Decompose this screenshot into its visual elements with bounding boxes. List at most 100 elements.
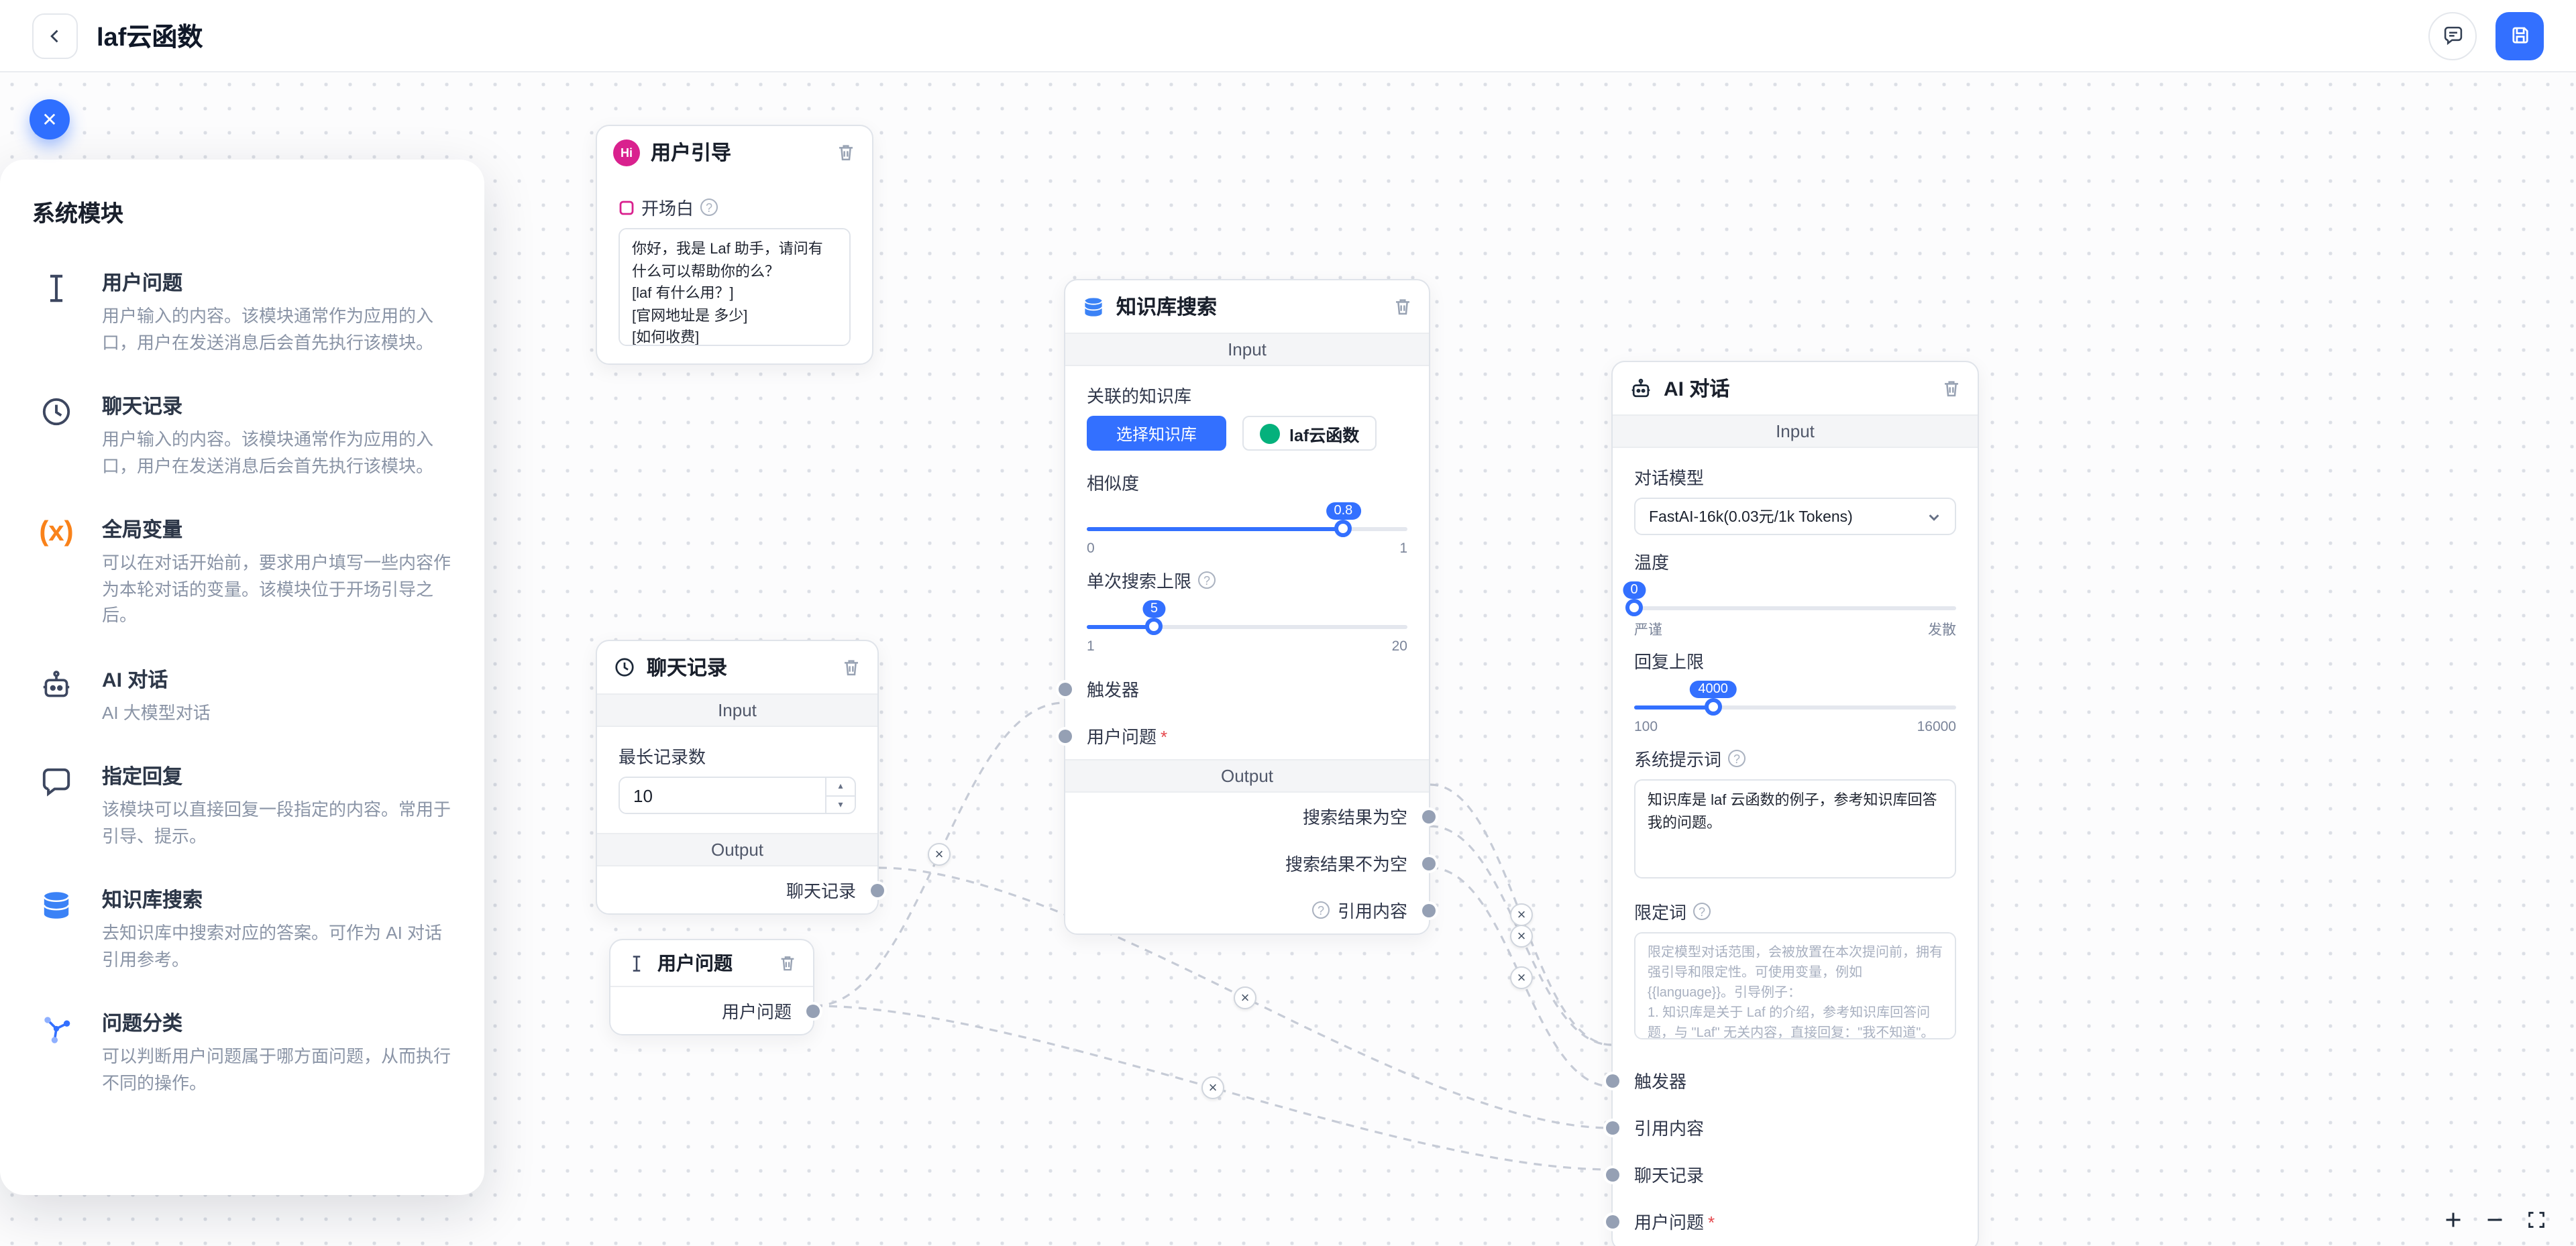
connector-dot[interactable] <box>1422 903 1436 917</box>
back-button[interactable] <box>32 13 78 58</box>
node-header[interactable]: AI 对话 <box>1613 362 1978 414</box>
step-up-icon[interactable]: ▴ <box>838 782 843 792</box>
database-icon <box>1081 294 1106 319</box>
save-button[interactable] <box>2496 11 2544 60</box>
database-icon <box>32 885 80 933</box>
input-row-user-question: 用户问题* <box>1606 1198 1978 1245</box>
slider-handle[interactable]: 0 <box>1622 581 1646 616</box>
module-item-assigned-reply[interactable]: 指定回复 该模块可以直接回复一段指定的内容。常用于引导、提示。 <box>32 762 452 849</box>
guide-avatar-icon: Hi <box>613 139 640 166</box>
node-kb-search[interactable]: 知识库搜索 Input 关联的知识库 选择知识库 laf云函数 相似度 <box>1059 279 1436 935</box>
connector-dot[interactable] <box>1422 856 1436 870</box>
slider-handle[interactable]: 5 <box>1142 600 1166 635</box>
input-row-chat-history: 聊天记录 <box>1606 1151 1978 1198</box>
chat-test-button[interactable] <box>2428 11 2477 60</box>
connection-delete-button[interactable]: × <box>1510 966 1533 989</box>
max-records-label: 最长记录数 <box>619 747 706 767</box>
help-icon: ? <box>1693 903 1711 920</box>
node-header[interactable]: 聊天记录 <box>597 641 877 693</box>
connection-delete-button[interactable]: × <box>1201 1076 1224 1099</box>
close-panel-button[interactable]: ✕ <box>30 99 70 139</box>
node-title: 知识库搜索 <box>1116 296 1218 319</box>
edge-userquestion-aichat[interactable] <box>814 1005 1612 1171</box>
row-label: 触发器 <box>1634 1072 1687 1092</box>
row-label: 用户问题 <box>1087 727 1157 747</box>
node-user-guide[interactable]: Hi 用户引导 开场白 ? 你好，我是 Laf 助手，请问有什么可以帮助你的么？… <box>596 125 873 365</box>
qualifier-textarea[interactable] <box>1634 932 1956 1039</box>
search-limit-slider[interactable]: 5 <box>1087 600 1407 636</box>
zoom-controls <box>2443 1210 2546 1230</box>
clock-icon <box>32 392 80 440</box>
output-row-quote-content: ? 引用内容 <box>1065 887 1436 933</box>
connector-dot[interactable] <box>806 1004 820 1017</box>
module-item-user-question[interactable]: 用户问题 用户输入的内容。该模块通常作为应用的入口，用户在发送消息后会首先执行该… <box>32 268 452 355</box>
robot-icon <box>32 665 80 713</box>
temperature-slider[interactable]: 0 <box>1622 581 1956 617</box>
similarity-label: 相似度 <box>1087 473 1140 494</box>
kb-tag[interactable]: laf云函数 <box>1242 416 1377 451</box>
connector-dot[interactable] <box>1606 1121 1619 1134</box>
connector-dot[interactable] <box>1606 1074 1619 1087</box>
module-item-kb-search[interactable]: 知识库搜索 去知识库中搜索对应的答案。可作为 AI 对话引用参考。 <box>32 885 452 972</box>
system-prompt-textarea[interactable]: 知识库是 laf 云函数的例子，参考知识库回答我的问题。 <box>1634 779 1956 879</box>
delete-node-icon[interactable] <box>778 954 797 972</box>
connection-delete-button[interactable]: × <box>1510 925 1533 948</box>
edge-userquestion-kbsearch[interactable] <box>814 701 1065 1007</box>
row-label: 搜索结果不为空 <box>1285 854 1407 874</box>
fit-view-button[interactable] <box>2526 1210 2546 1230</box>
max-records-stepper[interactable]: ▴ ▾ <box>619 777 856 814</box>
opening-textarea[interactable]: 你好，我是 Laf 助手，请问有什么可以帮助你的么？ [laf 有什么用？] [… <box>619 228 851 346</box>
text-cursor-icon <box>627 953 647 973</box>
stepper-arrows[interactable]: ▴ ▾ <box>825 778 855 813</box>
node-title: 用户引导 <box>651 142 732 165</box>
max-reply-slider[interactable]: 4000 <box>1634 681 1956 716</box>
node-header[interactable]: Hi 用户引导 <box>597 126 872 178</box>
node-header[interactable]: 知识库搜索 <box>1065 280 1429 333</box>
input-row-trigger: 触发器 <box>1606 1057 1978 1104</box>
connector-dot[interactable] <box>1059 682 1072 695</box>
module-item-chat-history[interactable]: 聊天记录 用户输入的内容。该模块通常作为应用的入口，用户在发送消息后会首先执行该… <box>32 392 452 479</box>
connector-dot[interactable] <box>871 883 884 897</box>
connector-dot[interactable] <box>1606 1168 1619 1181</box>
required-mark: * <box>1708 1212 1715 1233</box>
robot-icon <box>1629 376 1653 400</box>
zoom-in-button[interactable] <box>2443 1210 2463 1230</box>
delete-node-icon[interactable] <box>1941 378 1962 398</box>
search-limit-label: 单次搜索上限 <box>1087 571 1192 591</box>
connector-dot[interactable] <box>1059 729 1072 742</box>
row-label: 用户问题 <box>1634 1212 1705 1233</box>
step-down-icon[interactable]: ▾ <box>826 795 855 813</box>
qualifier-label: 限定词 <box>1634 903 1687 923</box>
module-desc: 用户输入的内容。该模块通常作为应用的入口，用户在发送消息后会首先执行该模块。 <box>102 429 434 475</box>
connection-delete-button[interactable]: × <box>1234 986 1256 1009</box>
output-row-search-not-empty: 搜索结果不为空 <box>1065 840 1436 887</box>
model-select[interactable]: FastAI-16k(0.03元/1k Tokens) <box>1634 498 1956 535</box>
classify-icon <box>32 1009 80 1057</box>
model-label: 对话模型 <box>1634 468 1705 488</box>
slider-handle[interactable]: 0.8 <box>1326 502 1361 537</box>
node-user-question[interactable]: 用户问题 用户问题 <box>609 939 820 1035</box>
input-section-header: Input <box>597 693 877 727</box>
zoom-out-button[interactable] <box>2485 1210 2505 1230</box>
module-desc: 可以判断用户问题属于哪方面问题，从而执行不同的操作。 <box>102 1046 451 1092</box>
text-cursor-icon <box>32 268 80 317</box>
connection-delete-button[interactable]: × <box>1510 903 1533 926</box>
connector-dot[interactable] <box>1422 809 1436 823</box>
opening-field-icon <box>619 200 634 215</box>
connection-delete-button[interactable]: × <box>928 843 951 866</box>
module-item-global-variables[interactable]: (x) 全局变量 可以在对话开始前，要求用户填写一些内容作为本轮对话的变量。该模… <box>32 515 452 628</box>
laf-logo-icon <box>1260 423 1281 443</box>
delete-node-icon[interactable] <box>841 657 861 677</box>
max-records-input[interactable] <box>620 778 825 813</box>
module-item-question-classify[interactable]: 问题分类 可以判断用户问题属于哪方面问题，从而执行不同的操作。 <box>32 1009 452 1096</box>
delete-node-icon[interactable] <box>836 142 856 162</box>
select-kb-button[interactable]: 选择知识库 <box>1087 416 1227 451</box>
similarity-slider[interactable]: 0.8 <box>1087 502 1407 538</box>
delete-node-icon[interactable] <box>1393 296 1413 317</box>
slider-handle[interactable]: 4000 <box>1690 681 1736 716</box>
node-header[interactable]: 用户问题 <box>610 940 813 986</box>
connector-dot[interactable] <box>1606 1214 1619 1228</box>
module-item-ai-chat[interactable]: AI 对话 AI 大模型对话 <box>32 665 452 726</box>
node-ai-chat[interactable]: AI 对话 Input 对话模型 FastAI-16k(0.03元/1k Tok… <box>1606 361 1979 1246</box>
node-chat-history[interactable]: 聊天记录 Input 最长记录数 ▴ ▾ Output 聊 <box>596 640 884 915</box>
